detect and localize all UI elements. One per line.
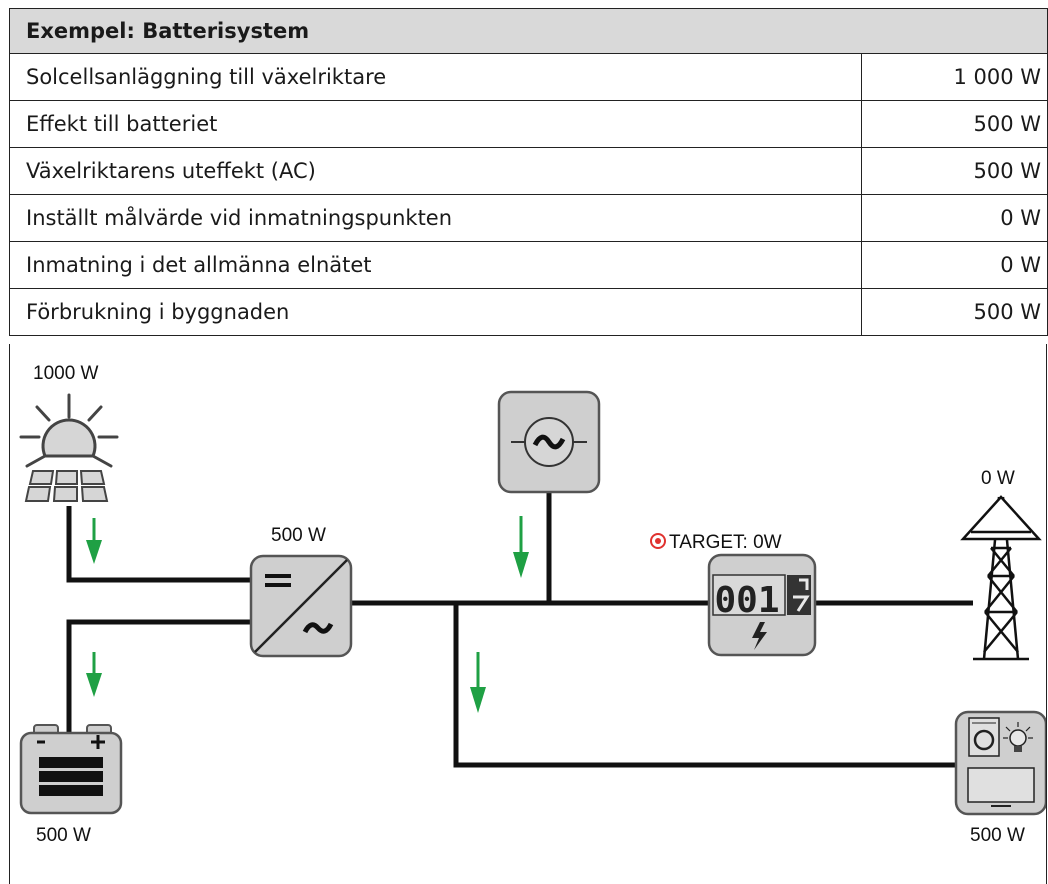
solar-panel-icon	[19, 393, 119, 502]
row-label: Effekt till batteriet	[9, 100, 862, 148]
consumer-line	[453, 603, 956, 768]
row-value: 500 W	[860, 147, 1048, 195]
table-row: Inställt målvärde vid inmatningspunkten …	[9, 194, 1048, 242]
table-header-row: Exempel: Batterisystem	[8, 8, 1048, 54]
table-row: Solcellsanläggning till växelriktare 1 0…	[9, 53, 1048, 101]
row-value: 1 000 W	[860, 53, 1048, 101]
row-value: 0 W	[860, 241, 1048, 289]
ac-inverter-icon	[497, 390, 601, 494]
pv-power-label: 1000 W	[33, 363, 99, 384]
table-row: Växelriktarens uteffekt (AC) 500 W	[9, 147, 1048, 195]
power-pylon-icon	[960, 495, 1042, 661]
energy-flow-diagram: 1000 W 500 W 001 TARGET: 0W	[19, 363, 1046, 846]
inverter-power-label: 500 W	[271, 525, 326, 546]
row-value: 500 W	[860, 288, 1048, 336]
row-label: Växelriktarens uteffekt (AC)	[9, 147, 862, 195]
row-label: Solcellsanläggning till växelriktare	[9, 53, 862, 101]
table-row: Förbrukning i byggnaden 500 W	[9, 288, 1048, 336]
household-consumers-icon	[954, 710, 1046, 816]
row-label: Inställt målvärde vid inmatningspunkten	[9, 194, 862, 242]
pv-to-inverter-line	[66, 506, 251, 583]
arrow-down-icon	[86, 652, 102, 697]
wiring	[66, 492, 973, 768]
energy-flow-diagram-frame: 1000 W 500 W 001 TARGET: 0W	[9, 344, 1047, 884]
arrow-down-icon	[86, 518, 102, 564]
table-row: Effekt till batteriet 500 W	[9, 100, 1048, 148]
energy-meter-icon: 001	[707, 553, 817, 657]
battery-example-table: Exempel: Batterisystem Solcellsanläggnin…	[8, 8, 1048, 336]
arrow-down-icon	[470, 652, 486, 713]
flow-arrows	[86, 516, 529, 713]
row-value: 500 W	[860, 100, 1048, 148]
target-icon	[650, 533, 666, 549]
battery-icon	[19, 724, 123, 815]
table-row: Inmatning i det allmänna elnätet 0 W	[9, 241, 1048, 289]
battery-power-label: 500 W	[36, 825, 91, 846]
table-title: Exempel: Batterisystem	[8, 8, 1048, 54]
row-label: Inmatning i det allmänna elnätet	[9, 241, 862, 289]
inverter-icon	[249, 554, 353, 658]
row-value: 0 W	[860, 194, 1048, 242]
row-label: Förbrukning i byggnaden	[9, 288, 862, 336]
target-label: TARGET: 0W	[669, 532, 782, 553]
battery-to-inverter-line	[66, 619, 251, 732]
meter-digits: 001	[714, 580, 779, 621]
consumer-power-label: 500 W	[970, 825, 1025, 846]
arrow-down-icon	[513, 516, 529, 578]
grid-power-label: 0 W	[981, 468, 1015, 489]
